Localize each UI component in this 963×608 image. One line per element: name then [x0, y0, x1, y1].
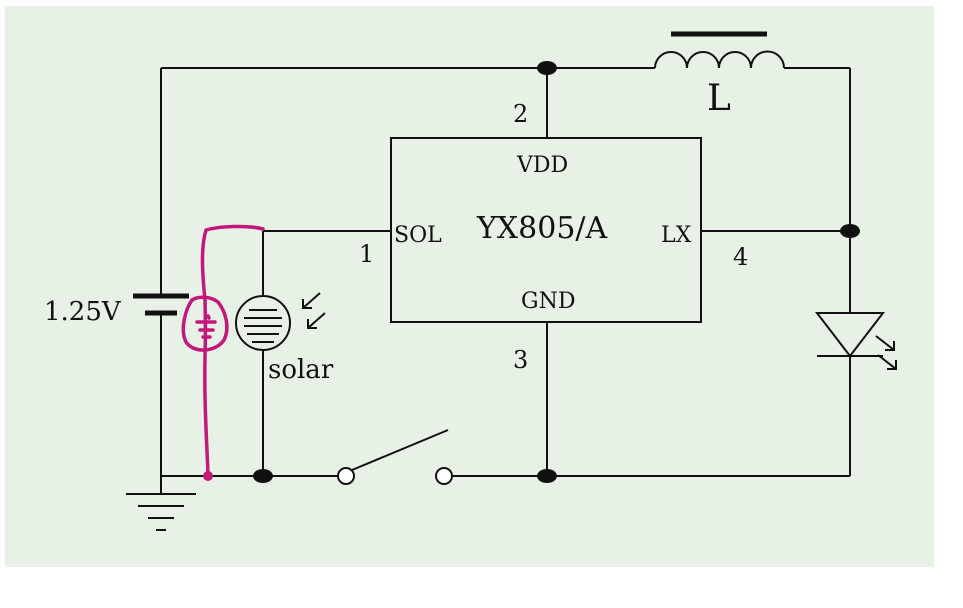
solar-label: solar [268, 355, 334, 385]
led-symbol [814, 312, 886, 358]
pin-number-lx: 4 [733, 243, 748, 271]
pin-number-vdd: 2 [513, 100, 528, 128]
light-arrows-in-icon [302, 292, 326, 329]
pin-number-sol: 1 [359, 240, 374, 268]
diagram-background [5, 6, 934, 567]
ground-symbol [126, 493, 196, 531]
battery-symbol [133, 293, 189, 316]
annotation-dot [203, 471, 213, 481]
pin-lx-label: LX [661, 223, 692, 248]
pin-number-gnd: 3 [513, 346, 528, 374]
inductor-symbol [654, 31, 785, 69]
pin-gnd-label: GND [521, 289, 575, 314]
pin-vdd-label: VDD [516, 153, 568, 178]
chip-name-label: YX805/A [476, 211, 608, 246]
pin-sol-label: SOL [394, 223, 442, 248]
ic-chip-box [390, 137, 702, 323]
light-arrows-out-icon [875, 335, 897, 370]
junction-dots [253, 61, 860, 483]
battery-label: 1.25V [44, 297, 122, 327]
solar-cell-icon [235, 295, 291, 351]
switch-symbol [337, 429, 453, 485]
handwritten-annotation [181, 224, 265, 478]
wires [160, 67, 851, 494]
inductor-label: L [707, 78, 731, 119]
